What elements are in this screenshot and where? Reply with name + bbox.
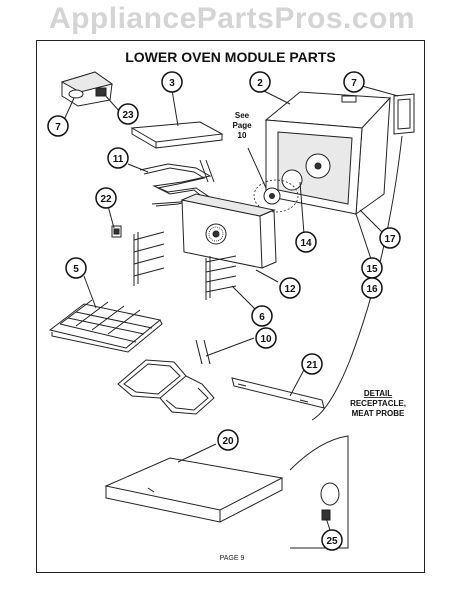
svg-text:3: 3 — [169, 78, 175, 89]
side-panel-part — [393, 93, 415, 135]
svg-text:RECEPTACLE,: RECEPTACLE, — [350, 399, 406, 408]
svg-text:17: 17 — [384, 234, 396, 245]
light-housing-part — [60, 71, 114, 107]
bracket-part — [111, 225, 122, 238]
svg-text:7: 7 — [55, 122, 61, 133]
callout-10: 10 — [255, 327, 277, 349]
callout-15: 15 — [361, 257, 383, 279]
svg-text:2: 2 — [257, 78, 263, 89]
oven-cavity-part — [253, 91, 392, 216]
callout-5: 5 — [65, 257, 87, 279]
svg-text:See: See — [235, 111, 250, 120]
svg-text:MEAT PROBE: MEAT PROBE — [352, 409, 405, 418]
svg-text:16: 16 — [366, 284, 378, 295]
callout-7-right: 7 — [343, 71, 365, 93]
oven-rack-part — [48, 299, 163, 353]
see-page-note: See Page 10 — [232, 111, 252, 140]
svg-text:11: 11 — [113, 154, 124, 165]
svg-text:7: 7 — [351, 78, 357, 89]
svg-text:14: 14 — [300, 238, 312, 249]
callout-12: 12 — [279, 277, 301, 299]
watermark: AppliancePartsPros.com — [48, 2, 416, 35]
callout-21: 21 — [301, 353, 323, 375]
rear-panel-part — [180, 193, 277, 269]
leader-lines — [63, 85, 403, 531]
broil-element-part — [117, 339, 215, 415]
svg-text:21: 21 — [306, 360, 318, 371]
callout-22: 22 — [95, 187, 117, 209]
svg-text:Page: Page — [232, 121, 252, 130]
svg-text:DETAIL: DETAIL — [364, 389, 392, 398]
svg-text:5: 5 — [73, 264, 79, 275]
svg-text:15: 15 — [366, 264, 378, 275]
svg-text:12: 12 — [284, 284, 296, 295]
callout-17: 17 — [379, 227, 401, 249]
receptacle-strip-part — [231, 377, 325, 409]
detail-note: DETAIL RECEPTACLE, MEAT PROBE — [350, 389, 406, 418]
svg-text:10: 10 — [260, 334, 272, 345]
diagram-frame — [36, 40, 425, 573]
tray-part — [130, 121, 224, 149]
svg-text:22: 22 — [100, 194, 112, 205]
svg-text:10: 10 — [238, 131, 247, 140]
rack-guide-left-part — [133, 231, 165, 286]
callout-7-left: 7 — [47, 115, 69, 137]
svg-text:6: 6 — [259, 312, 265, 323]
callout-16: 16 — [361, 277, 383, 299]
drip-tray-part — [104, 457, 284, 523]
callout-6: 6 — [251, 305, 273, 327]
svg-text:25: 25 — [326, 536, 338, 547]
svg-text:23: 23 — [122, 110, 134, 121]
callout-14: 14 — [295, 231, 317, 253]
callout-3: 3 — [161, 71, 183, 93]
callout-20: 20 — [217, 429, 239, 451]
callout-2: 2 — [249, 71, 271, 93]
svg-text:20: 20 — [222, 436, 234, 447]
callout-23: 23 — [117, 103, 139, 125]
callout-11: 11 — [107, 147, 129, 169]
diagram-title: LOWER OVEN MODULE PARTS — [125, 49, 336, 65]
page-label: PAGE 9 — [219, 555, 245, 562]
rack-guide-right-part — [205, 255, 237, 300]
meat-probe-detail-part — [289, 435, 349, 549]
callout-25: 25 — [321, 529, 343, 551]
